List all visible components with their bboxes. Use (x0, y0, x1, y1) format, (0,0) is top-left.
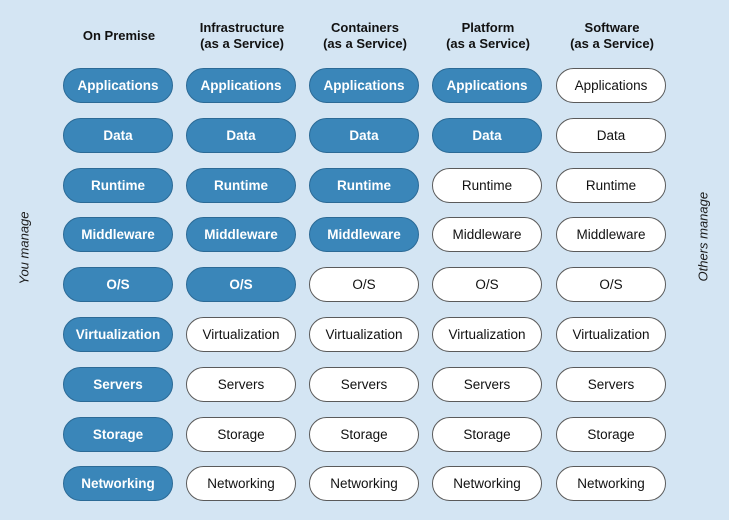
layer-storage: Storage (432, 417, 542, 452)
layer-data: Data (63, 118, 173, 153)
layer-virtualization: Virtualization (556, 317, 666, 352)
layer-networking: Networking (186, 466, 296, 501)
layer-data: Data (309, 118, 419, 153)
layer-data: Data (556, 118, 666, 153)
layer-applications: Applications (186, 68, 296, 103)
layer-servers: Servers (63, 367, 173, 402)
layer-storage: Storage (186, 417, 296, 452)
layer-virtualization: Virtualization (309, 317, 419, 352)
layer-networking: Networking (556, 466, 666, 501)
layer-middleware: Middleware (556, 217, 666, 252)
layer-o-s: O/S (186, 267, 296, 302)
layer-networking: Networking (63, 466, 173, 501)
you-manage-label: You manage (16, 211, 32, 285)
column-header: Software (as a Service) (570, 20, 654, 51)
layer-o-s: O/S (63, 267, 173, 302)
layer-runtime: Runtime (309, 168, 419, 203)
column-header: Platform (as a Service) (446, 20, 530, 51)
layer-networking: Networking (432, 466, 542, 501)
layer-o-s: O/S (309, 267, 419, 302)
layer-applications: Applications (309, 68, 419, 103)
column-header: Containers (as a Service) (323, 20, 407, 51)
layer-servers: Servers (556, 367, 666, 402)
layer-data: Data (186, 118, 296, 153)
layer-middleware: Middleware (309, 217, 419, 252)
layer-servers: Servers (309, 367, 419, 402)
layer-virtualization: Virtualization (63, 317, 173, 352)
layer-storage: Storage (556, 417, 666, 452)
layer-middleware: Middleware (186, 217, 296, 252)
layer-virtualization: Virtualization (432, 317, 542, 352)
layer-networking: Networking (309, 466, 419, 501)
layer-applications: Applications (63, 68, 173, 103)
layer-data: Data (432, 118, 542, 153)
layer-servers: Servers (186, 367, 296, 402)
column-header: Infrastructure (as a Service) (199, 20, 285, 51)
layer-runtime: Runtime (556, 168, 666, 203)
others-manage-label: Others manage (695, 191, 711, 282)
layer-applications: Applications (432, 68, 542, 103)
column-header: On Premise (82, 28, 156, 43)
layer-servers: Servers (432, 367, 542, 402)
layer-runtime: Runtime (186, 168, 296, 203)
layer-runtime: Runtime (63, 168, 173, 203)
layer-virtualization: Virtualization (186, 317, 296, 352)
layer-middleware: Middleware (432, 217, 542, 252)
layer-storage: Storage (63, 417, 173, 452)
layer-applications: Applications (556, 68, 666, 103)
layer-o-s: O/S (556, 267, 666, 302)
layer-o-s: O/S (432, 267, 542, 302)
layer-middleware: Middleware (63, 217, 173, 252)
layer-runtime: Runtime (432, 168, 542, 203)
layer-storage: Storage (309, 417, 419, 452)
